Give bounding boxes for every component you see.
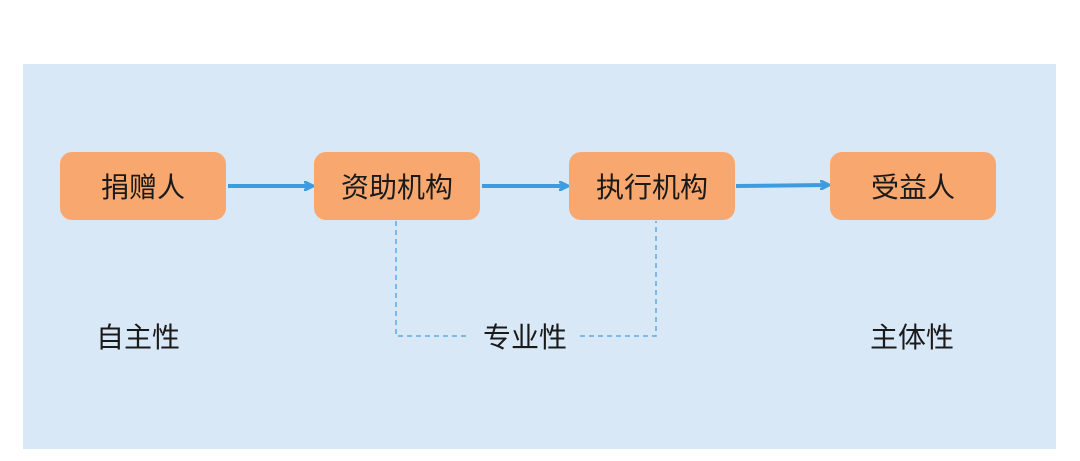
node-beneficiary: 受益人 [830,152,996,220]
node-donor-label: 捐赠人 [100,171,185,204]
node-executing-org-label: 执行机构 [595,171,708,204]
label-subjectivity: 主体性 [869,321,954,354]
node-executing-org: 执行机构 [569,152,735,220]
node-funding-org-label: 资助机构 [340,171,453,204]
node-beneficiary-label: 受益人 [870,171,955,204]
label-autonomy: 自主性 [95,321,180,354]
dashed-bracket-right [580,221,657,337]
arrow-executing-to-beneficiary [735,185,828,186]
dashed-bracket-left [395,221,470,337]
diagram-panel [23,64,1056,449]
node-donor: 捐赠人 [60,152,226,220]
node-funding-org: 资助机构 [314,152,480,220]
label-professionalism: 专业性 [482,321,567,354]
